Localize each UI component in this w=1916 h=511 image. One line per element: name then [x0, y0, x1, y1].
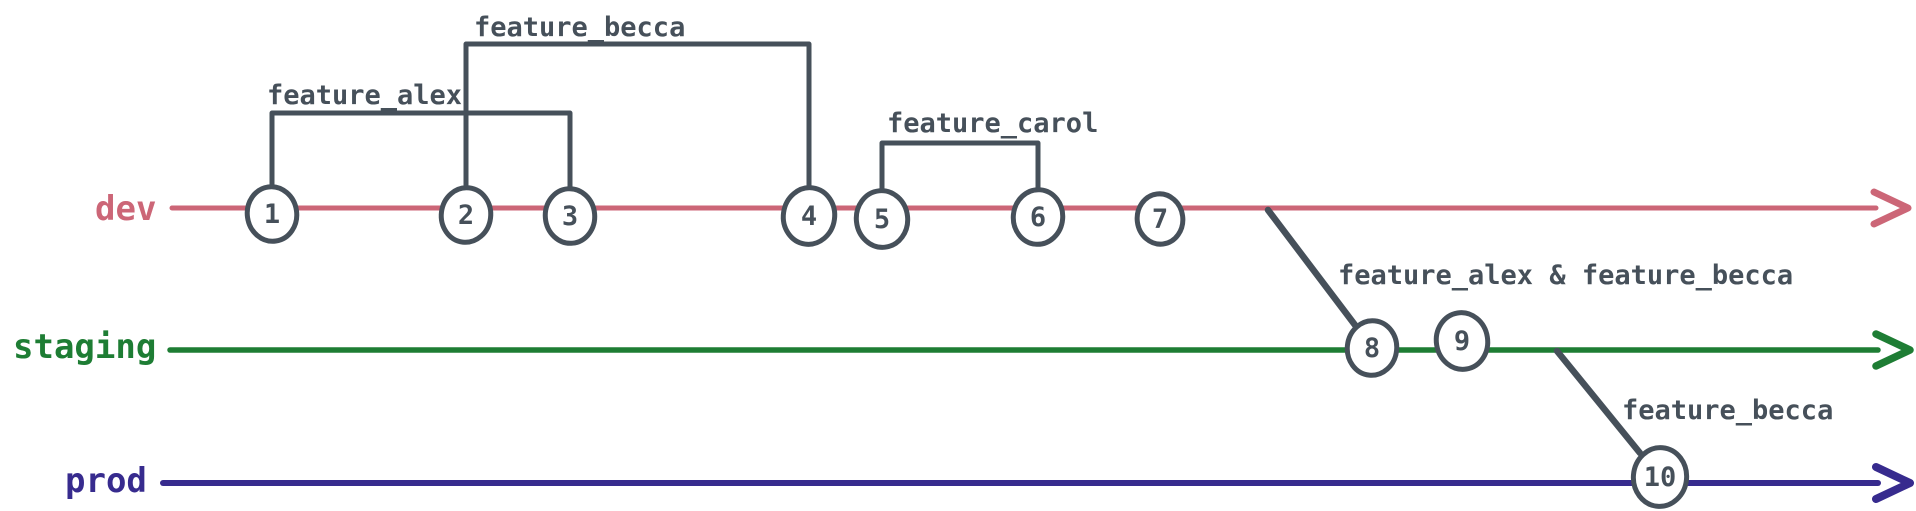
feature-branch-label: feature_becca — [474, 12, 685, 43]
commit-node-3 — [542, 186, 598, 246]
feature-bracket-feature_becca — [463, 41, 812, 190]
feature-bracket-feature_carol — [879, 140, 1041, 193]
merge-label: feature_alex & feature_becca — [1338, 260, 1793, 291]
commit-node-2 — [438, 185, 494, 245]
commit-node-6 — [1010, 187, 1066, 247]
merge-label: feature_becca — [1622, 395, 1833, 426]
commit-number-1: 1 — [264, 199, 280, 230]
branch-arrowhead-prod — [1872, 463, 1914, 503]
branch-arrowhead-dev — [1870, 188, 1912, 228]
feature-branch-label: feature_carol — [887, 108, 1098, 139]
commit-node-7 — [1134, 191, 1186, 247]
commit-node-9 — [1433, 310, 1491, 372]
commit-number-7: 7 — [1152, 204, 1168, 235]
feature-bracket-layer — [269, 41, 1041, 193]
commit-node-layer: 1 2 3 4 5 6 7 8 9 10 — [244, 184, 1690, 509]
commit-number-9: 9 — [1454, 326, 1470, 357]
commit-number-5: 5 — [874, 204, 890, 235]
commit-node-1 — [244, 184, 300, 244]
commit-node-4 — [780, 185, 838, 247]
branch-label-prod: prod — [65, 461, 147, 501]
text-label-layer: feature_alex feature_becca feature_carolde… — [13, 12, 1833, 501]
commit-node-8 — [1344, 318, 1400, 378]
commit-node-10 — [1630, 445, 1690, 509]
merge-line-dev-to-commit-8 — [1264, 206, 1359, 329]
commit-number-3: 3 — [562, 201, 578, 232]
branch-arrowhead-staging — [1872, 330, 1914, 370]
branch-label-staging: staging — [13, 327, 156, 367]
commit-node-5 — [853, 188, 911, 250]
branch-label-dev: dev — [95, 189, 156, 229]
commit-number-6: 6 — [1030, 202, 1046, 233]
commit-number-10: 10 — [1644, 462, 1677, 493]
feature-bracket-feature_alex — [269, 110, 573, 191]
merge-line-staging-to-commit-10 — [1553, 347, 1644, 457]
feature-branch-label: feature_alex — [267, 80, 462, 111]
commit-number-4: 4 — [801, 201, 817, 232]
commit-number-8: 8 — [1364, 333, 1380, 364]
commit-number-2: 2 — [458, 200, 474, 231]
merge-line-layer — [1264, 206, 1644, 457]
